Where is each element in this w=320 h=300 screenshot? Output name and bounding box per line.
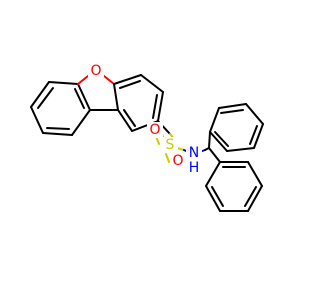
structure-canvas: O S O O N H xyxy=(30,63,264,212)
label-mask xyxy=(170,153,186,169)
bond xyxy=(30,81,50,108)
molecule-diagram: O S O O N H xyxy=(30,63,264,212)
bond xyxy=(42,132,73,136)
left-benzene-ring xyxy=(30,81,91,136)
benzhydryl-bonds xyxy=(208,131,221,163)
sulfonyl-oxygen-down-label: O xyxy=(172,153,183,169)
label-mask xyxy=(147,122,163,138)
double-bond-inner xyxy=(211,186,224,207)
bond xyxy=(30,106,44,134)
lower-phenyl-ring xyxy=(205,161,263,212)
bond xyxy=(77,83,91,111)
sulfonyl-oxygen-up-label: O xyxy=(149,122,160,138)
bond xyxy=(208,131,211,149)
double-bond-inner xyxy=(123,109,136,127)
double-bond-inner xyxy=(37,87,54,109)
bond xyxy=(247,185,263,212)
sulfur-label: S xyxy=(166,137,175,153)
double-bond-inner xyxy=(244,186,257,207)
atom-labels: O S O O N H xyxy=(88,63,202,176)
bond xyxy=(48,81,79,85)
bond xyxy=(157,91,164,122)
bond-c-o xyxy=(77,75,89,85)
double-bond-inner xyxy=(249,125,258,145)
bond xyxy=(113,74,142,85)
label-mask xyxy=(186,145,202,161)
oxygen-ring-label: O xyxy=(90,63,101,79)
bond-o-c xyxy=(103,75,115,85)
bond-s-n xyxy=(176,147,185,151)
bond xyxy=(113,83,119,111)
bond xyxy=(245,103,264,125)
label-mask xyxy=(162,137,178,153)
bond xyxy=(226,147,255,152)
nitrogen-hydrogen-label: H xyxy=(189,160,200,176)
label-mask xyxy=(186,160,202,176)
bond xyxy=(205,185,221,212)
bond xyxy=(253,123,264,149)
double-bond-inner xyxy=(119,80,141,89)
double-bond-inner xyxy=(46,127,70,130)
furan-ring xyxy=(77,75,119,111)
bond xyxy=(208,147,221,163)
bond xyxy=(71,109,91,136)
bond xyxy=(205,161,221,187)
bond-s-o-down xyxy=(165,153,170,163)
label-mask xyxy=(88,63,104,79)
double-bond-inner xyxy=(214,131,229,147)
double-bond-inner xyxy=(220,109,244,114)
double-bond-inner xyxy=(152,94,158,119)
bond xyxy=(209,107,220,133)
bond xyxy=(218,103,247,109)
nitrogen-label: N xyxy=(189,145,199,161)
bond xyxy=(247,161,263,187)
bond xyxy=(209,131,228,152)
upper-phenyl-ring xyxy=(209,103,264,152)
bond xyxy=(117,109,133,132)
bond xyxy=(140,74,164,93)
double-bond-inner xyxy=(74,88,85,109)
